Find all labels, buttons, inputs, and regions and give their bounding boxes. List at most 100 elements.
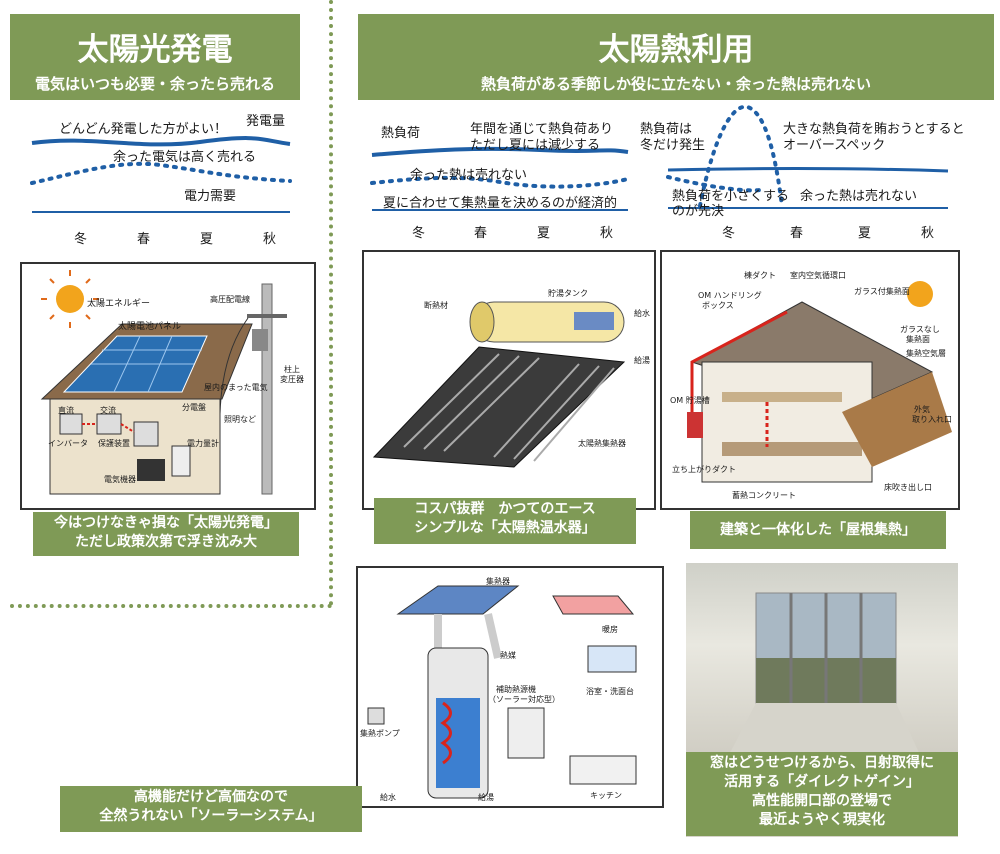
th2-season-spring: 春: [790, 226, 804, 241]
pv-label-meter: 電力量計: [187, 439, 219, 448]
pv-label-transformer: 変圧器: [280, 375, 304, 384]
solar-power-title: 太陽光発電: [77, 32, 233, 68]
ss-label-hotwater: 給湯: [478, 793, 494, 802]
ss-caption-line2: 全然うれない「ソーラーシステム」: [99, 808, 323, 824]
th1-bottom-note: 夏に合わせて集熱量を決めるのが経済的: [383, 196, 618, 211]
pv-label-panel: 太陽電池パネル: [118, 322, 182, 332]
dg-caption-line4: 最近ようやく現実化: [759, 812, 885, 828]
ss-label-supply: 給水: [380, 793, 396, 802]
roof-label-no-glass: ガラスなし: [900, 325, 940, 334]
th2-heat-load-b: 冬だけ発生: [640, 138, 706, 153]
pv-label-pole: 柱上: [284, 365, 300, 374]
th2-surplus-note: 余った熱は売れない: [800, 189, 918, 204]
pv-label-appliances: 電気機器: [104, 475, 136, 484]
pv-house-illustration: [40, 270, 287, 495]
wh-label-tank: 貯湯タンク: [548, 289, 588, 298]
roof-collection-diagram: 棟ダクト 室内空気循環口 ガラス付集熱面 OM ハンドリング ボックス ガラスな…: [660, 250, 960, 510]
roof-label-outside-air1: 外気: [914, 405, 930, 414]
pv-label-solar-energy: 太陽エネルギー: [87, 299, 151, 309]
th2-small-load-b: のが先決: [672, 204, 725, 219]
water-heater-illustration: [372, 301, 626, 468]
pv-season-autumn: 秋: [263, 232, 277, 247]
th2-big-load-a: 大きな熱負荷を賄おうとすると: [783, 122, 965, 137]
th2-season-autumn: 秋: [921, 226, 935, 241]
roof-label-riser-duct: 立ち上がりダクト: [672, 465, 736, 474]
pv-label-dc: 直流: [58, 406, 74, 415]
roof-caption: 建築と一体化した「屋根集熱」: [690, 511, 946, 549]
roof-label-air-return: 室内空気循環口: [790, 271, 846, 280]
wh-label-collector: 太陽熱集熱器: [578, 439, 626, 448]
th1-season-winter: 冬: [412, 226, 426, 241]
solar-system-diagram: 集熱器 熱媒 暖房 補助熱源機 （ソーラー対応型） 浴室・洗面台 集熱ポンプ 給…: [356, 566, 664, 808]
wh-caption-line2: シンプルな「太陽熱温水器」: [414, 520, 596, 536]
roof-label-glass-collector: ガラス付集熱面: [854, 287, 910, 296]
pv-caption-line1: 今はつけなきゃ損な「太陽光発電」: [54, 515, 278, 531]
pv-label-lighting: 照明など: [224, 415, 256, 424]
solar-water-heater-diagram: 貯湯タンク 断熱材 給水 給湯 太陽熱集熱器: [362, 250, 656, 510]
th1-note-summer-drop: ただし夏には減少する: [470, 138, 601, 153]
pv-season-spring: 春: [137, 232, 151, 247]
ss-label-kitchen: キッチン: [590, 791, 622, 800]
solar-system-illustration: [367, 585, 637, 799]
pv-label-indoor: 屋内のまった電気: [204, 383, 268, 392]
direct-gain-caption: 窓はどうせつけるから、日射取得に 活用する「ダイレクトゲイン」 高性能開口部の登…: [686, 752, 958, 836]
solar-thermal-title: 太陽熱利用: [598, 32, 754, 68]
wh-caption-line1: コスパ抜群 かつてのエース: [414, 501, 596, 517]
th1-season-autumn: 秋: [600, 226, 614, 241]
pv-label-hv-line: 高圧配電線: [210, 295, 250, 304]
solar-thermal-header: 太陽熱利用 熱負荷がある季節しか役に立たない・余った熱は売れない: [358, 14, 994, 100]
th1-season-spring: 春: [474, 226, 488, 241]
th2-season-summer: 夏: [858, 226, 872, 241]
ss-label-solar-type: （ソーラー対応型）: [488, 695, 560, 704]
th2-season-winter: 冬: [722, 226, 736, 241]
roof-label-outside-air2: 取り入れ口: [912, 415, 952, 424]
pv-label-inverter: インバータ: [48, 439, 88, 448]
roof-label-om-box1: OM ハンドリング: [698, 291, 762, 300]
horizontal-dotted-divider: [10, 604, 332, 608]
roof-label-air-layer: 集熱空気層: [906, 349, 946, 358]
roof-label-floor-outlet: 床吹き出し口: [884, 483, 932, 492]
pv-caption-line2: ただし政策次第で浮き沈み大: [75, 534, 257, 550]
dg-caption-line2: 活用する「ダイレクトゲイン」: [724, 774, 920, 790]
ss-caption-line1: 高機能だけど高価なので: [134, 789, 288, 805]
roof-label-collector-surface: 集熱面: [906, 335, 930, 344]
vertical-dotted-divider: [329, 0, 333, 606]
wh-label-insulation: 断熱材: [424, 301, 448, 310]
pv-label-panelboard: 分電盤: [182, 403, 206, 412]
th1-surplus-note: 余った熱は売れない: [410, 168, 528, 183]
pv-demand-label: 電力需要: [184, 189, 237, 204]
roof-label-om-tank: OM 貯湯槽: [670, 396, 710, 405]
roof-house-illustration: [687, 281, 952, 483]
th2-small-load-a: 熱負荷を小さくする: [672, 189, 790, 204]
pv-system-diagram: 太陽エネルギー 太陽電池パネル 高圧配電線 柱上 変圧器 屋内のまった電気 分電…: [20, 262, 316, 510]
pv-label-protection: 保護装置: [98, 439, 130, 448]
pv-label-ac: 交流: [100, 406, 116, 415]
solar-power-subtitle: 電気はいつも必要・余ったら売れる: [34, 75, 275, 93]
roof-label-om-box2: ボックス: [702, 301, 734, 310]
dg-caption-line1: 窓はどうせつけるから、日射取得に: [710, 755, 934, 771]
dg-caption-line3: 高性能開口部の登場で: [752, 793, 892, 809]
ss-label-collector: 集熱器: [486, 577, 510, 586]
th2-heat-load-a: 熱負荷は: [640, 122, 693, 137]
ss-label-heating: 暖房: [602, 625, 618, 634]
ss-label-heat-medium: 熱媒: [500, 651, 516, 660]
solar-thermal-subtitle: 熱負荷がある季節しか役に立たない・余った熱は売れない: [480, 75, 871, 93]
th1-season-summer: 夏: [537, 226, 551, 241]
water-heater-caption: コスパ抜群 かつてのエース シンプルな「太陽熱温水器」: [374, 498, 636, 544]
pv-season-summer: 夏: [200, 232, 214, 247]
pv-generation-label: 発電量: [246, 114, 286, 129]
ss-label-bath: 浴室・洗面台: [586, 687, 634, 696]
pv-season-winter: 冬: [74, 232, 88, 247]
th2-big-load-b: オーバースペック: [783, 138, 886, 153]
pv-sell-note: 余った電気は高く売れる: [113, 150, 257, 165]
roof-label-ridge-duct: 棟ダクト: [744, 271, 776, 280]
wh-label-hotwater: 給湯: [634, 356, 650, 365]
pv-note-generate-more: どんどん発電した方がよい！: [59, 122, 227, 137]
ss-label-aux-heater: 補助熱源機: [496, 685, 536, 694]
ss-label-pump: 集熱ポンプ: [360, 729, 400, 738]
pv-caption: 今はつけなきゃ損な「太陽光発電」 ただし政策次第で浮き沈み大: [33, 512, 299, 556]
solar-power-header: 太陽光発電 電気はいつも必要・余ったら売れる: [10, 14, 300, 100]
solar-system-caption: 高機能だけど高価なので 全然うれない「ソーラーシステム」: [60, 786, 362, 832]
th1-heat-load-label: 熱負荷: [381, 126, 421, 141]
